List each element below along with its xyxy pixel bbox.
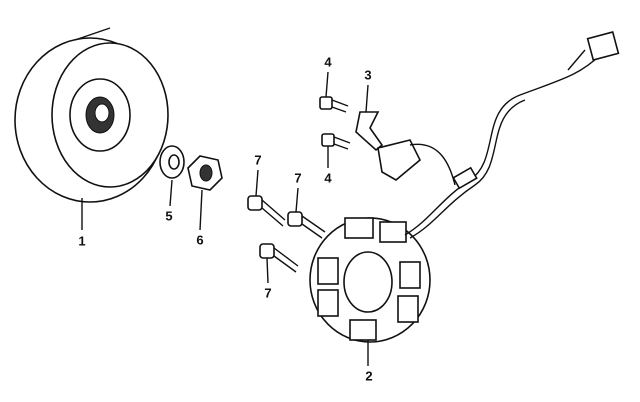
callout-2: 2	[365, 368, 373, 384]
callout-1: 1	[78, 233, 86, 249]
bracket-part	[355, 111, 384, 152]
pulser-part	[377, 139, 456, 186]
callout-7-mid: 7	[294, 170, 302, 186]
bolts-7	[247, 195, 326, 273]
washer-part	[159, 145, 185, 179]
wire-harness	[404, 31, 620, 239]
callout-6: 6	[196, 232, 204, 248]
callout-5: 5	[165, 208, 173, 224]
stator-part	[309, 217, 431, 343]
callout-7-bottom: 7	[264, 285, 272, 301]
bolts-4	[319, 96, 351, 150]
callout-4-lower: 4	[324, 170, 332, 186]
nut-part	[187, 155, 223, 191]
leader-lines	[81, 71, 369, 366]
callout-3: 3	[364, 67, 372, 83]
flywheel-part	[14, 27, 169, 203]
callout-4-upper: 4	[324, 54, 332, 70]
callout-7-top: 7	[254, 152, 262, 168]
